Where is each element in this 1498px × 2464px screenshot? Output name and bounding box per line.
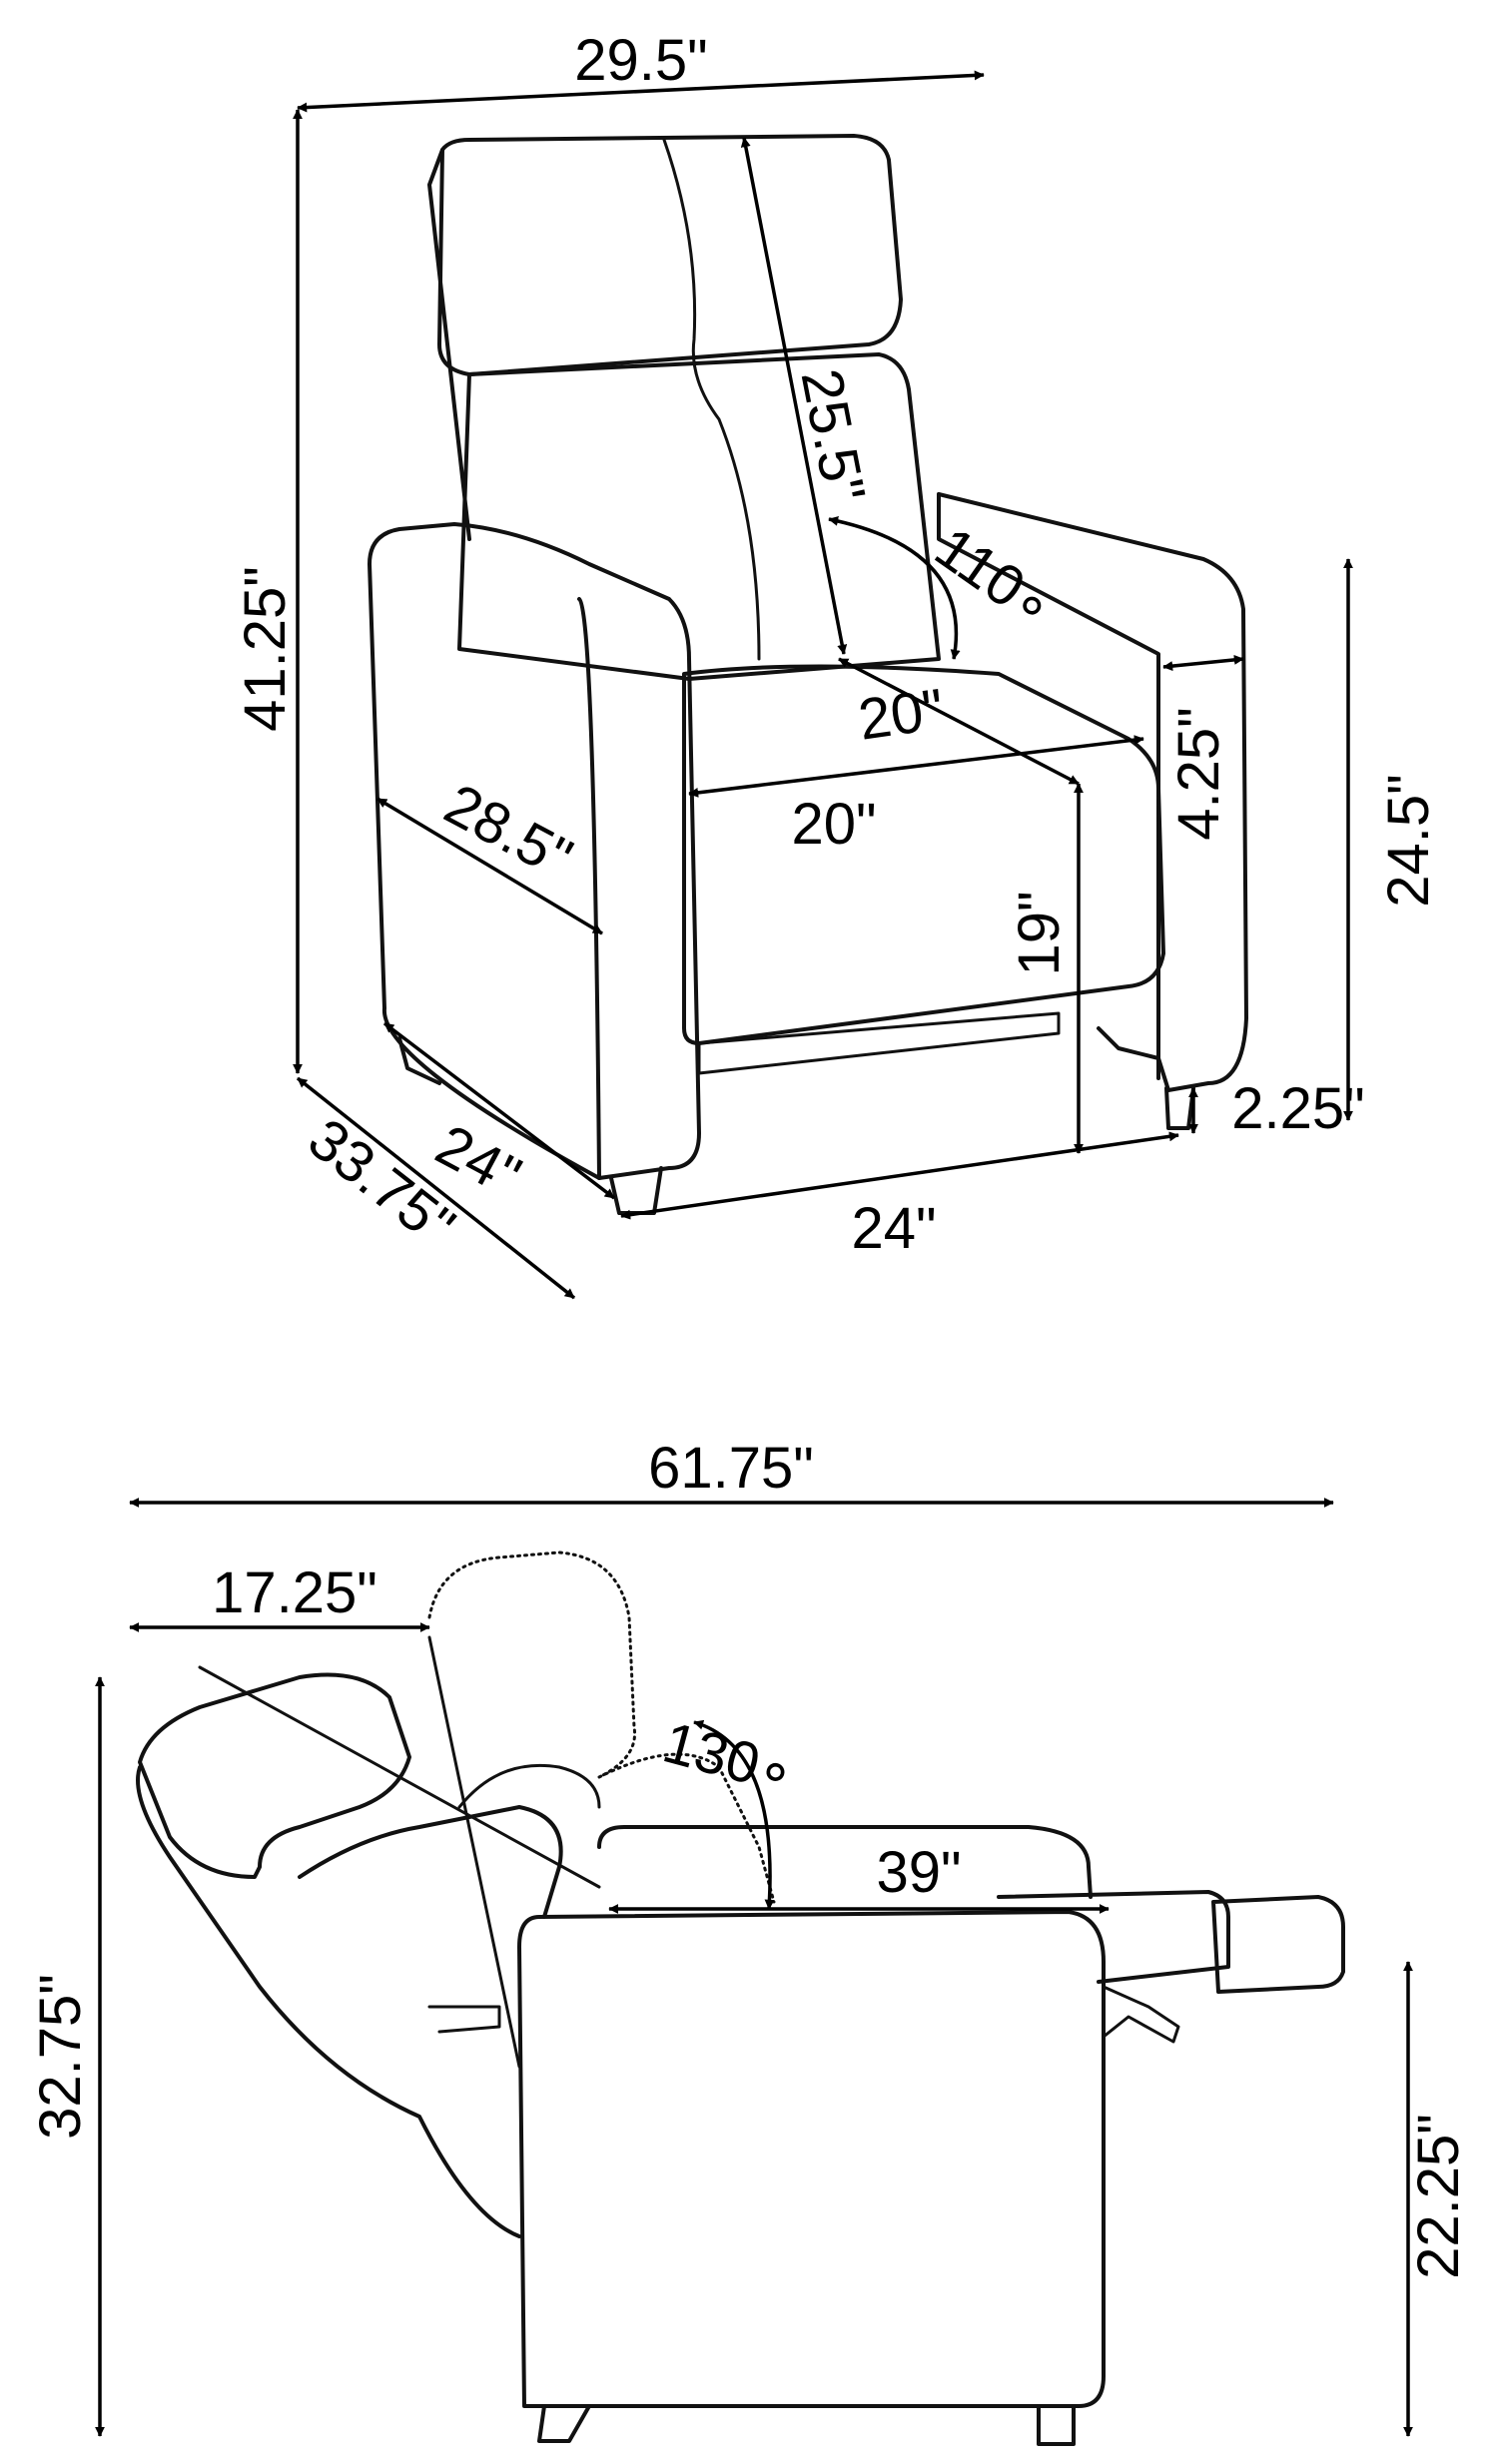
dim-inner-depth	[382, 1021, 616, 1200]
dim-inner-width	[620, 1131, 1179, 1220]
label-reclined-height: 32.75"	[28, 1974, 93, 2140]
label-reclined-length: 61.75"	[648, 1436, 814, 1501]
side-arm	[597, 1825, 1093, 1899]
label-back-offset: 17.25"	[212, 1560, 377, 1625]
label-arm-length: 39"	[876, 1840, 961, 1905]
label-back-height: 25.5"	[789, 364, 878, 507]
side-leg-front	[1037, 2404, 1076, 2446]
upright-back-outline	[427, 1550, 637, 1779]
label-leg-height: 2.25"	[1231, 1076, 1364, 1141]
label-overall-depth: 33.75"	[297, 1106, 467, 1259]
dim-reclined-angle	[693, 1719, 775, 1910]
back-cushion-lower	[457, 352, 941, 681]
label-recline-angle: 110∘	[924, 514, 1067, 641]
side-dimension-lines	[95, 1498, 1413, 2437]
back-cushion	[437, 134, 903, 376]
side-leg-back	[537, 2404, 591, 2443]
label-reclined-angle: 130∘	[656, 1710, 801, 1807]
label-overall-height: 41.25"	[233, 566, 298, 732]
dim-arm-width	[1162, 654, 1244, 672]
dim-seat-width	[688, 735, 1144, 798]
back-seam	[662, 138, 761, 661]
label-arm-floor-height: 22.25"	[1406, 2114, 1471, 2279]
footrest	[697, 1011, 1061, 1075]
side-body	[517, 1910, 1106, 2408]
dim-overall-width	[297, 70, 985, 113]
dim-recline-angle	[828, 515, 961, 660]
label-inner-width: 24"	[851, 1196, 936, 1261]
reclined-back	[136, 1765, 521, 2238]
label-seat-width: 20"	[791, 792, 876, 857]
label-arm-depth: 28.5"	[434, 772, 582, 892]
label-arm-height: 24.5"	[1376, 774, 1441, 907]
label-seat-depth: 20"	[855, 677, 948, 753]
recliner-side-view	[136, 1550, 1345, 2446]
reclined-headrest	[138, 1672, 411, 1879]
leg-right	[1164, 1086, 1195, 1130]
label-overall-width: 29.5"	[574, 28, 707, 93]
footrest-mechanism	[1102, 1985, 1180, 2044]
recliner-front-view	[368, 134, 1248, 1215]
dim-arm-depth	[376, 797, 603, 935]
dim-back-height	[740, 137, 848, 655]
back-side	[427, 148, 471, 541]
front-dimension-lines	[293, 70, 1353, 1300]
label-seat-height: 19"	[1007, 891, 1072, 975]
side-footrest	[997, 1890, 1230, 1984]
label-arm-width: 4.25"	[1166, 707, 1231, 840]
right-arm	[937, 492, 1248, 1092]
